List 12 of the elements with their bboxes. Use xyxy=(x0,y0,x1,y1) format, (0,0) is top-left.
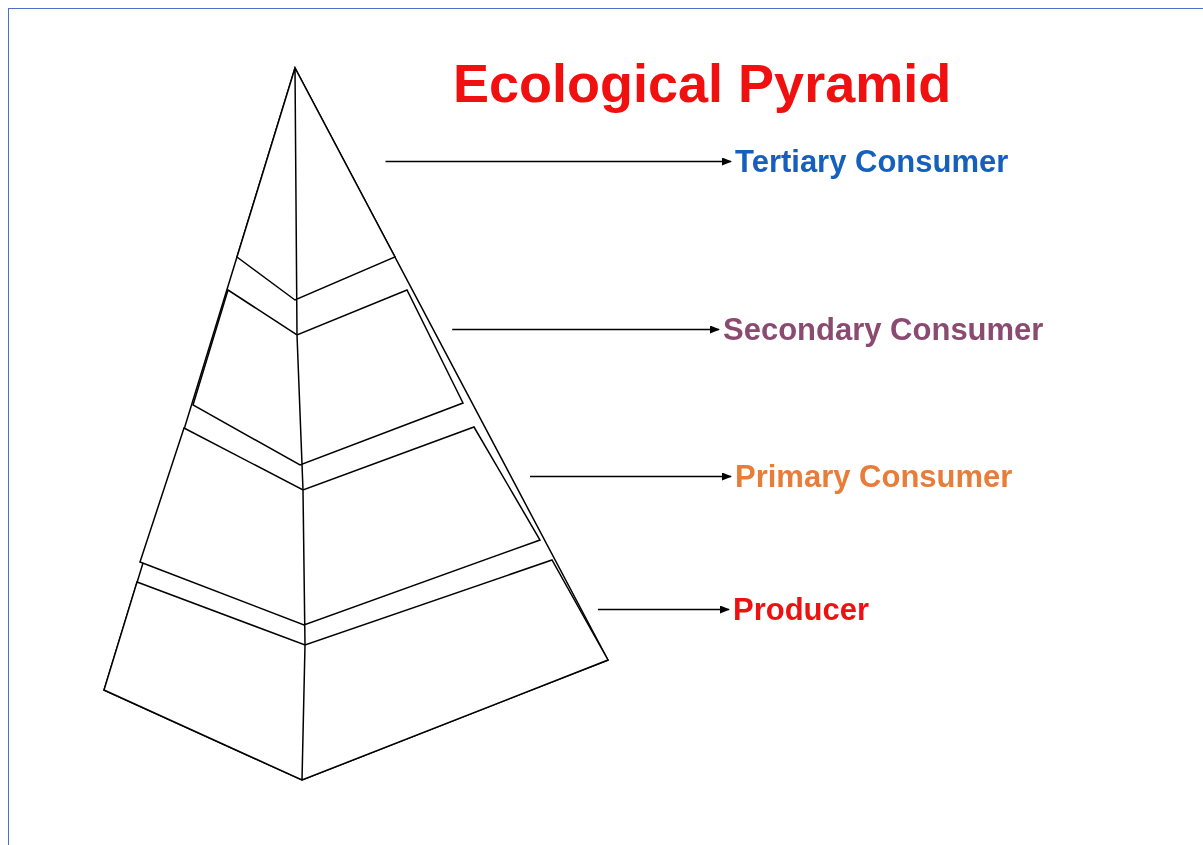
level-label: Tertiary Consumer xyxy=(735,146,1009,177)
arrow xyxy=(597,605,730,614)
pyramid-level xyxy=(192,289,465,491)
pyramid-level xyxy=(236,67,396,336)
arrow xyxy=(451,325,720,334)
arrow xyxy=(529,472,732,481)
level-label: Primary Consumer xyxy=(735,461,1013,492)
pyramid-level xyxy=(139,426,542,646)
level-label: Secondary Consumer xyxy=(723,314,1044,345)
pyramid-level xyxy=(103,559,610,781)
arrow xyxy=(384,157,732,166)
level-label: Producer xyxy=(733,594,870,625)
